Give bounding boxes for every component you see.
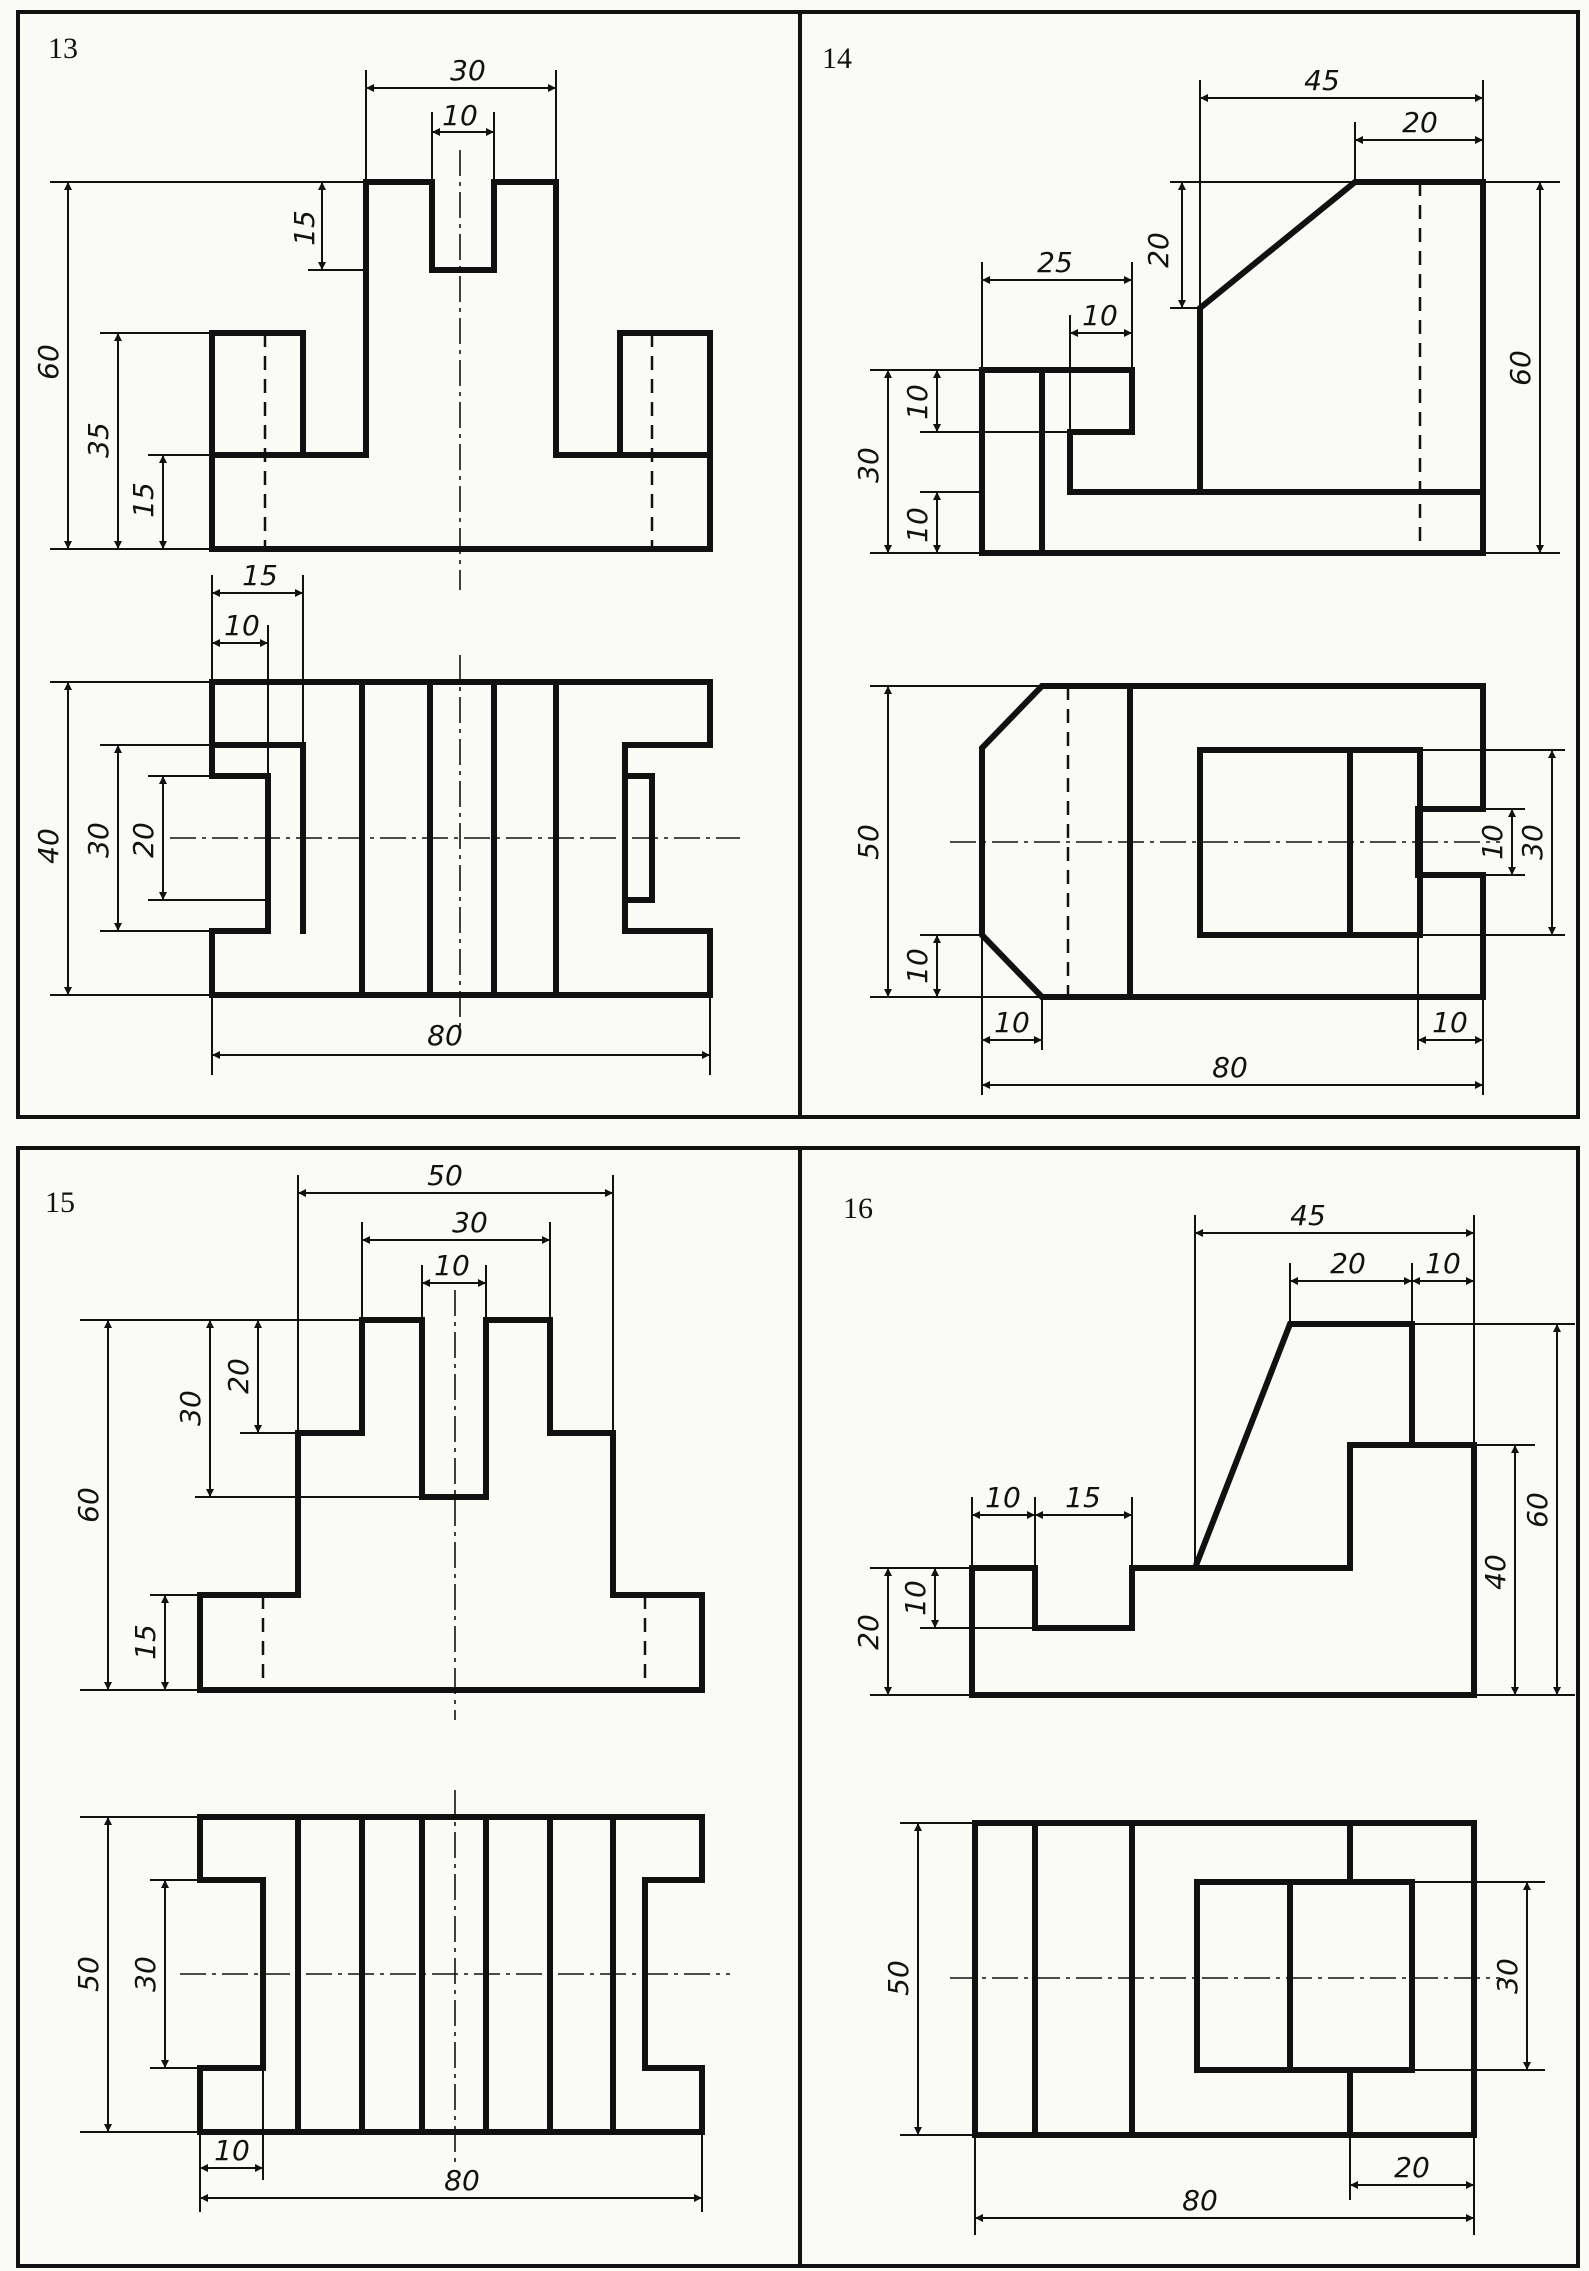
dim-value: 50 (882, 1960, 915, 1996)
dim-value: 10 (901, 384, 934, 420)
dim-value: 25 (1037, 246, 1073, 279)
dim-value: 45 (1290, 1199, 1326, 1232)
dim-value: 35 (82, 422, 115, 458)
dim-value: 50 (427, 1159, 463, 1192)
dim-value: 10 (442, 99, 478, 132)
dim-value: 30 (852, 447, 885, 483)
dim-value: 40 (1479, 1554, 1512, 1590)
dim-value: 20 (852, 1614, 885, 1650)
dim-value: 30 (1491, 1958, 1524, 1994)
dimension-lines (80, 1175, 703, 2212)
dim-value: 30 (452, 1206, 488, 1239)
dimension-lines (50, 70, 711, 1075)
dim-value: 10 (994, 1006, 1030, 1039)
dim-value: 10 (1425, 1247, 1461, 1280)
dim-value: 20 (1394, 2151, 1430, 2184)
dim-value: 60 (1521, 1492, 1554, 1528)
dim-value: 15 (129, 1624, 162, 1660)
dimension-lines (870, 1215, 1575, 2235)
dim-value: 80 (1182, 2184, 1218, 2217)
dim-value: 30 (450, 54, 486, 87)
dim-value: 80 (427, 1019, 463, 1052)
dim-value: 10 (214, 2134, 250, 2167)
dim-value: 50 (852, 824, 885, 860)
dimension-lines (870, 80, 1565, 1095)
dim-value: 50 (72, 1956, 105, 1992)
front-view-outline (979, 179, 1486, 556)
dim-value: 80 (1212, 1051, 1248, 1084)
front-view-outline (209, 179, 713, 552)
panel-number: 15 (45, 1186, 75, 1219)
dim-value: 15 (1065, 1481, 1101, 1514)
dim-value: 20 (127, 822, 160, 858)
dim-value: 20 (1142, 232, 1175, 268)
panel-15: 15 (45, 1159, 730, 2212)
dim-value: 10 (899, 1580, 932, 1616)
dim-value: 10 (901, 507, 934, 543)
panel-number: 14 (822, 42, 852, 75)
dim-value: 80 (444, 2164, 480, 2197)
dim-value: 10 (1476, 824, 1509, 860)
panel-14: 14 (822, 42, 1565, 1095)
dim-value: 30 (174, 1390, 207, 1426)
top-view-outline (972, 1820, 1477, 2138)
dim-value: 10 (985, 1481, 1021, 1514)
dim-value: 10 (1432, 1006, 1468, 1039)
front-view-outline (969, 1321, 1477, 1698)
dim-value: 20 (222, 1358, 255, 1394)
dim-value: 40 (32, 828, 65, 864)
dim-value: 30 (1516, 824, 1549, 860)
panel-number: 16 (843, 1192, 873, 1225)
dim-value: 10 (901, 948, 934, 984)
dim-value: 10 (434, 1249, 470, 1282)
dim-value: 60 (32, 344, 65, 380)
dim-value: 15 (242, 559, 278, 592)
dim-value: 30 (129, 1956, 162, 1992)
dim-value: 10 (224, 609, 260, 642)
panel-13: 13 (32, 32, 740, 1075)
dim-value: 30 (82, 822, 115, 858)
front-view-edge (1192, 1442, 1415, 1571)
dim-value: 60 (1504, 350, 1537, 386)
panel-number: 13 (48, 32, 78, 65)
dim-value: 15 (288, 210, 321, 246)
dim-value: 60 (72, 1487, 105, 1523)
top-view-inner-rect (1194, 1879, 1415, 2073)
dim-value: 15 (127, 482, 160, 518)
dim-value: 20 (1402, 106, 1438, 139)
dim-value: 10 (1082, 299, 1118, 332)
dim-value: 20 (1330, 1247, 1366, 1280)
dim-value: 45 (1304, 64, 1340, 97)
front-view-outline (197, 1317, 705, 1693)
panel-16: 16 (843, 1192, 1575, 2235)
